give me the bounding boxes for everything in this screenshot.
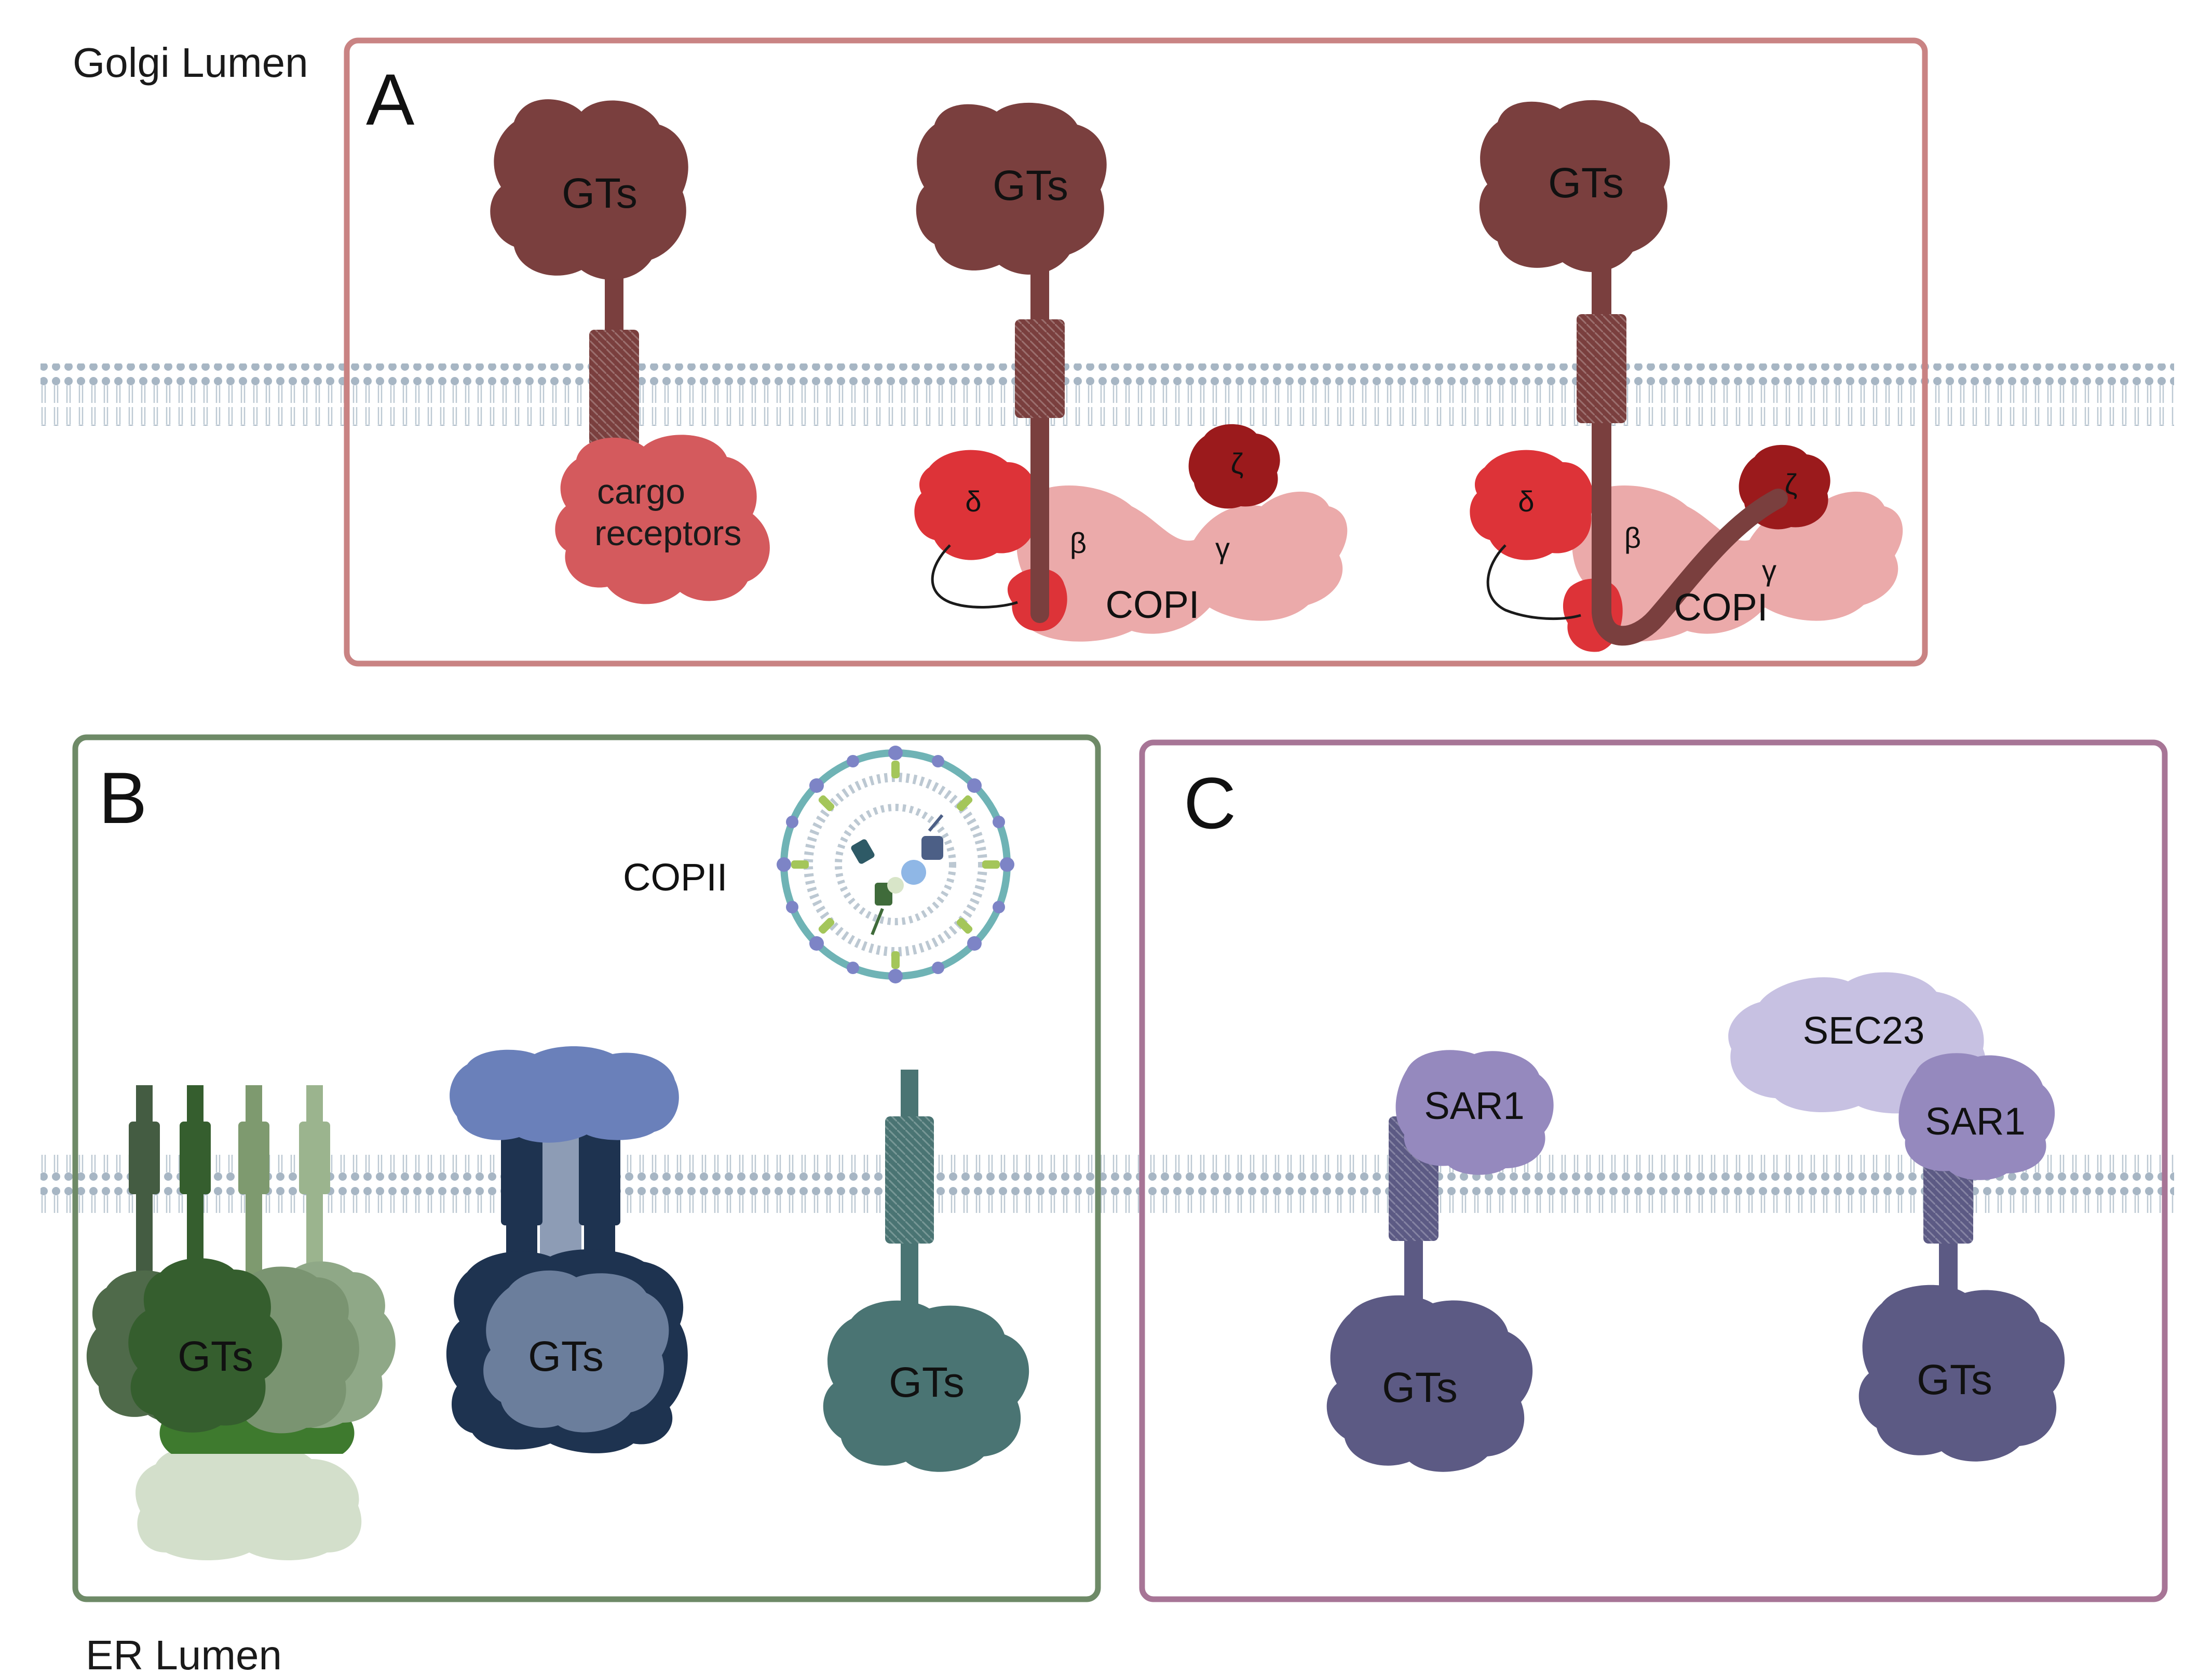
gamma-label: γ xyxy=(1762,554,1776,587)
transmembrane-domain xyxy=(129,1122,160,1194)
cytoplasmic-tail xyxy=(1592,250,1788,646)
zeta-label: ζ xyxy=(1785,468,1798,501)
panel-c-frame xyxy=(1139,739,2168,1602)
gamma-label: γ xyxy=(1215,532,1230,564)
golgi-membrane xyxy=(40,363,2174,426)
transmembrane-domain xyxy=(299,1122,330,1194)
gt-label: GTs xyxy=(1917,1356,1992,1403)
copi-label: COPI xyxy=(1674,586,1768,629)
beta-label: β xyxy=(1624,521,1641,554)
copi-zeta-blob xyxy=(1188,424,1280,509)
transmembrane-domain xyxy=(238,1122,269,1194)
copi-coat-blob xyxy=(1572,485,1903,642)
glycosyltransferase-blob xyxy=(1326,1295,1533,1472)
receptors-label: receptors xyxy=(594,514,741,553)
coat-blob xyxy=(450,1046,679,1143)
copii-vesicle-icon xyxy=(777,746,1014,983)
gt-with-sar1-sec23: SEC23 SAR1 GTs xyxy=(1728,972,2065,1462)
panel-a-frame xyxy=(344,37,1928,667)
er-lumen-label: ER Lumen xyxy=(86,1632,282,1674)
gt-label: GTs xyxy=(993,162,1068,209)
panel-c-letter: C xyxy=(1184,762,1236,844)
gt-label: GTs xyxy=(1548,159,1624,207)
gt-label: GTs xyxy=(528,1333,604,1380)
gt-with-sar1: SAR1 GTs xyxy=(1326,1050,1554,1472)
panel-b: B COPII xyxy=(72,734,1101,1602)
delta-label: δ xyxy=(965,485,981,518)
delta-label: δ xyxy=(1518,485,1534,518)
glycosyltransferase-blob xyxy=(823,1300,1029,1472)
zeta-label: ζ xyxy=(1231,447,1244,480)
gt-with-cargo-receptor: GTs cargo receptors xyxy=(490,99,770,604)
copi-coat-blob xyxy=(1016,485,1348,642)
glycosyltransferase-blob xyxy=(916,102,1107,275)
gt-label: GTs xyxy=(562,170,637,217)
sar1-blob xyxy=(1395,1050,1554,1175)
transmembrane-domain xyxy=(501,1132,542,1225)
gt-with-copi-zeta-bound: GTs δ β γ ζ COPI xyxy=(1470,100,1903,652)
gt-oligomer-green: GTs xyxy=(86,1085,396,1560)
transmembrane-domain xyxy=(579,1132,620,1225)
copi-delta-blob xyxy=(914,450,1038,560)
copi-delta-blob xyxy=(1470,450,1594,560)
gt-heteromer-blue: GTs xyxy=(446,1046,688,1453)
panel-a: A GTs cargo receptors GTs δ β γ xyxy=(344,37,1928,667)
gt-with-copi: GTs δ β γ ζ COPI xyxy=(914,102,1348,642)
gt-label: GTs xyxy=(178,1333,253,1380)
copi-linker xyxy=(1486,544,1581,620)
glycosyltransferase-blob xyxy=(1479,100,1670,272)
cargo-receptor-blob xyxy=(555,435,770,604)
copii-label: COPII xyxy=(623,856,727,899)
sar1-label: SAR1 xyxy=(1925,1100,2025,1143)
er-membrane xyxy=(40,1153,2174,1215)
copi-label: COPI xyxy=(1106,583,1200,626)
transmembrane-domain xyxy=(180,1122,211,1194)
sar1-blob xyxy=(1898,1053,2055,1180)
sar1-label: SAR1 xyxy=(1424,1084,1524,1127)
cargo-label: cargo xyxy=(597,472,685,511)
gt-monomer-teal: GTs xyxy=(823,1070,1029,1472)
beta-label: β xyxy=(1070,526,1087,559)
copi-linker xyxy=(931,544,1018,609)
panel-c: C SAR1 GTs SEC23 SAR1 GTs xyxy=(1139,739,2168,1602)
gt-label: GTs xyxy=(889,1359,965,1406)
panel-b-letter: B xyxy=(99,757,147,839)
sec23-label: SEC23 xyxy=(1803,1009,1924,1052)
panel-a-letter: A xyxy=(366,59,415,140)
golgi-lumen-label: Golgi Lumen xyxy=(73,39,308,86)
gt-label: GTs xyxy=(1382,1364,1458,1411)
glycosyltransferase-blob xyxy=(490,99,688,280)
glycosyltransferase-blob xyxy=(1858,1285,2065,1462)
panel-b-frame xyxy=(72,734,1101,1602)
